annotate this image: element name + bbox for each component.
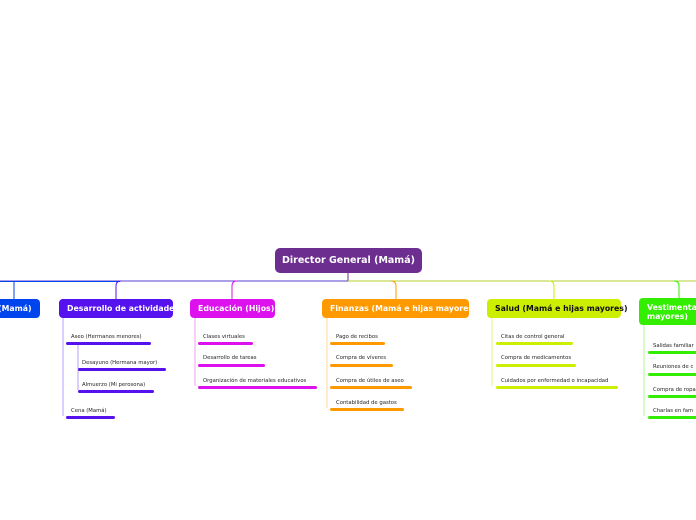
leaf-underline [330,408,404,411]
leaf-compra-viveres[interactable]: Compra de víveres [336,355,386,361]
leaf-underline [648,416,696,419]
branch-salud[interactable]: Salud (Mamá e hijas mayores) [487,299,628,318]
branch-desarrollo-actividades[interactable]: Desarrollo de actividades [59,299,179,318]
leaf-underline [66,416,115,419]
leaf-underline [330,386,412,389]
leaf-underline [496,386,618,389]
branch-educacion[interactable]: Educación (Hijos) [190,299,275,318]
leaf-almuerzo[interactable]: Almuerzo (Mi perosona) [82,382,146,388]
leaf-cuidados-enfermedad[interactable]: Cuidados por enfermedad o incapacidad [501,378,609,384]
leaf-cena[interactable]: Cena (Mamá) [71,408,107,414]
leaf-reuniones[interactable]: Reuniones de c [653,364,694,370]
leaf-compra-ropa[interactable]: Compra de ropa [653,387,696,393]
leaf-contabilidad-gastos[interactable]: Contabilidad de gastos [336,400,397,406]
leaf-underline [648,351,696,354]
leaf-organizacion-materiales[interactable]: Organización de materiales educativos [203,378,307,384]
leaf-underline [198,386,317,389]
branch-finanzas[interactable]: Finanzas (Mamá e hijas mayores) [322,299,477,318]
branch-vestimenta[interactable]: Vestimenta y mayores) [639,298,696,325]
leaf-citas-control[interactable]: Citas de control general [501,334,565,340]
leaf-underline [66,342,151,345]
leaf-aseo[interactable]: Aseo (Hermanos menores) [71,334,142,340]
leaf-underline [330,364,393,367]
leaf-charlas-familia[interactable]: Charlas en fam [653,408,694,414]
leaf-underline [496,364,576,367]
leaf-salidas-familiares[interactable]: Salidas familiar [653,343,694,349]
leaf-desayuno[interactable]: Desayuno (Hermana mayor) [82,360,158,366]
leaf-underline [198,342,253,345]
leaf-compra-utiles-aseo[interactable]: Compra de útiles de aseo [336,378,404,384]
leaf-clases-virtuales[interactable]: Clases virtuales [203,334,245,340]
branch-mama[interactable]: (Mamá) [0,299,40,318]
leaf-underline [330,342,385,345]
leaf-underline [78,368,166,371]
leaf-pago-recibos[interactable]: Pago de recibos [336,334,378,340]
leaf-desarrollo-tareas[interactable]: Desarrollo de tareas [203,355,257,361]
leaf-underline [198,364,265,367]
root-node[interactable]: Director General (Mamá) [275,248,422,273]
leaf-underline [648,373,696,376]
leaf-underline [78,390,154,393]
leaf-underline [496,342,573,345]
leaf-compra-medicamentos[interactable]: Compra de medicamentos [501,355,572,361]
leaf-underline [648,395,696,398]
